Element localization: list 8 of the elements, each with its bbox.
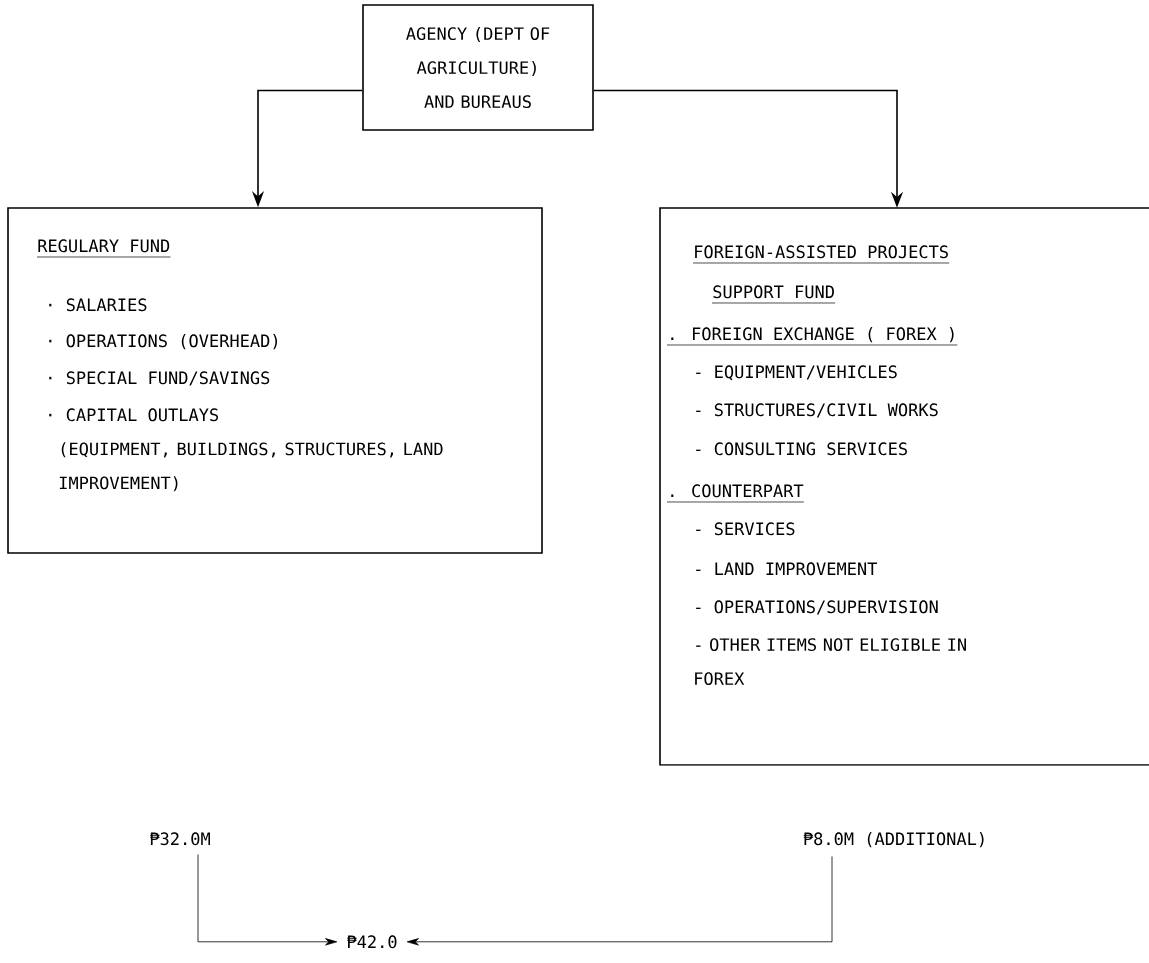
fund-box: REGULARY FUND · SALARIES · OPERATIONS (OVERHEAD) · SPECIAL FUND/SAVINGS · CAPITAL OUTLAYS (EQUIPMENT, BUILDINGS, STRUCTURES, LAND IMPROVEMENT) [7, 207, 543, 554]
fund-box: AGENCY (DEPT OF AGRICULTURE) AND BUREAUS [362, 4, 594, 131]
amount-text: ₱8.0M (ADDITIONAL) [803, 832, 984, 848]
arrow [197, 854, 338, 946]
fund-box: FOREIGN-ASSISTED PROJECTS SUPPORT FUND . FOREIGN EXCHANGE ( FOREX ) - EQUIPMENT/VEHICLES - STRUCTURES/CIVIL WORKS - CONSULTING SERVICES . COUNTERPART - SERVICES - LAND IMPROVEMENT - OPERATIONS/SUPERVISION - OTHER ITEMS NOT ELIGIBLE IN FOREX [659, 207, 1149, 766]
arrow [406, 856, 833, 946]
amount-text: ₱32.0M [150, 832, 210, 846]
amount-text: ₱42.0 [347, 935, 397, 949]
